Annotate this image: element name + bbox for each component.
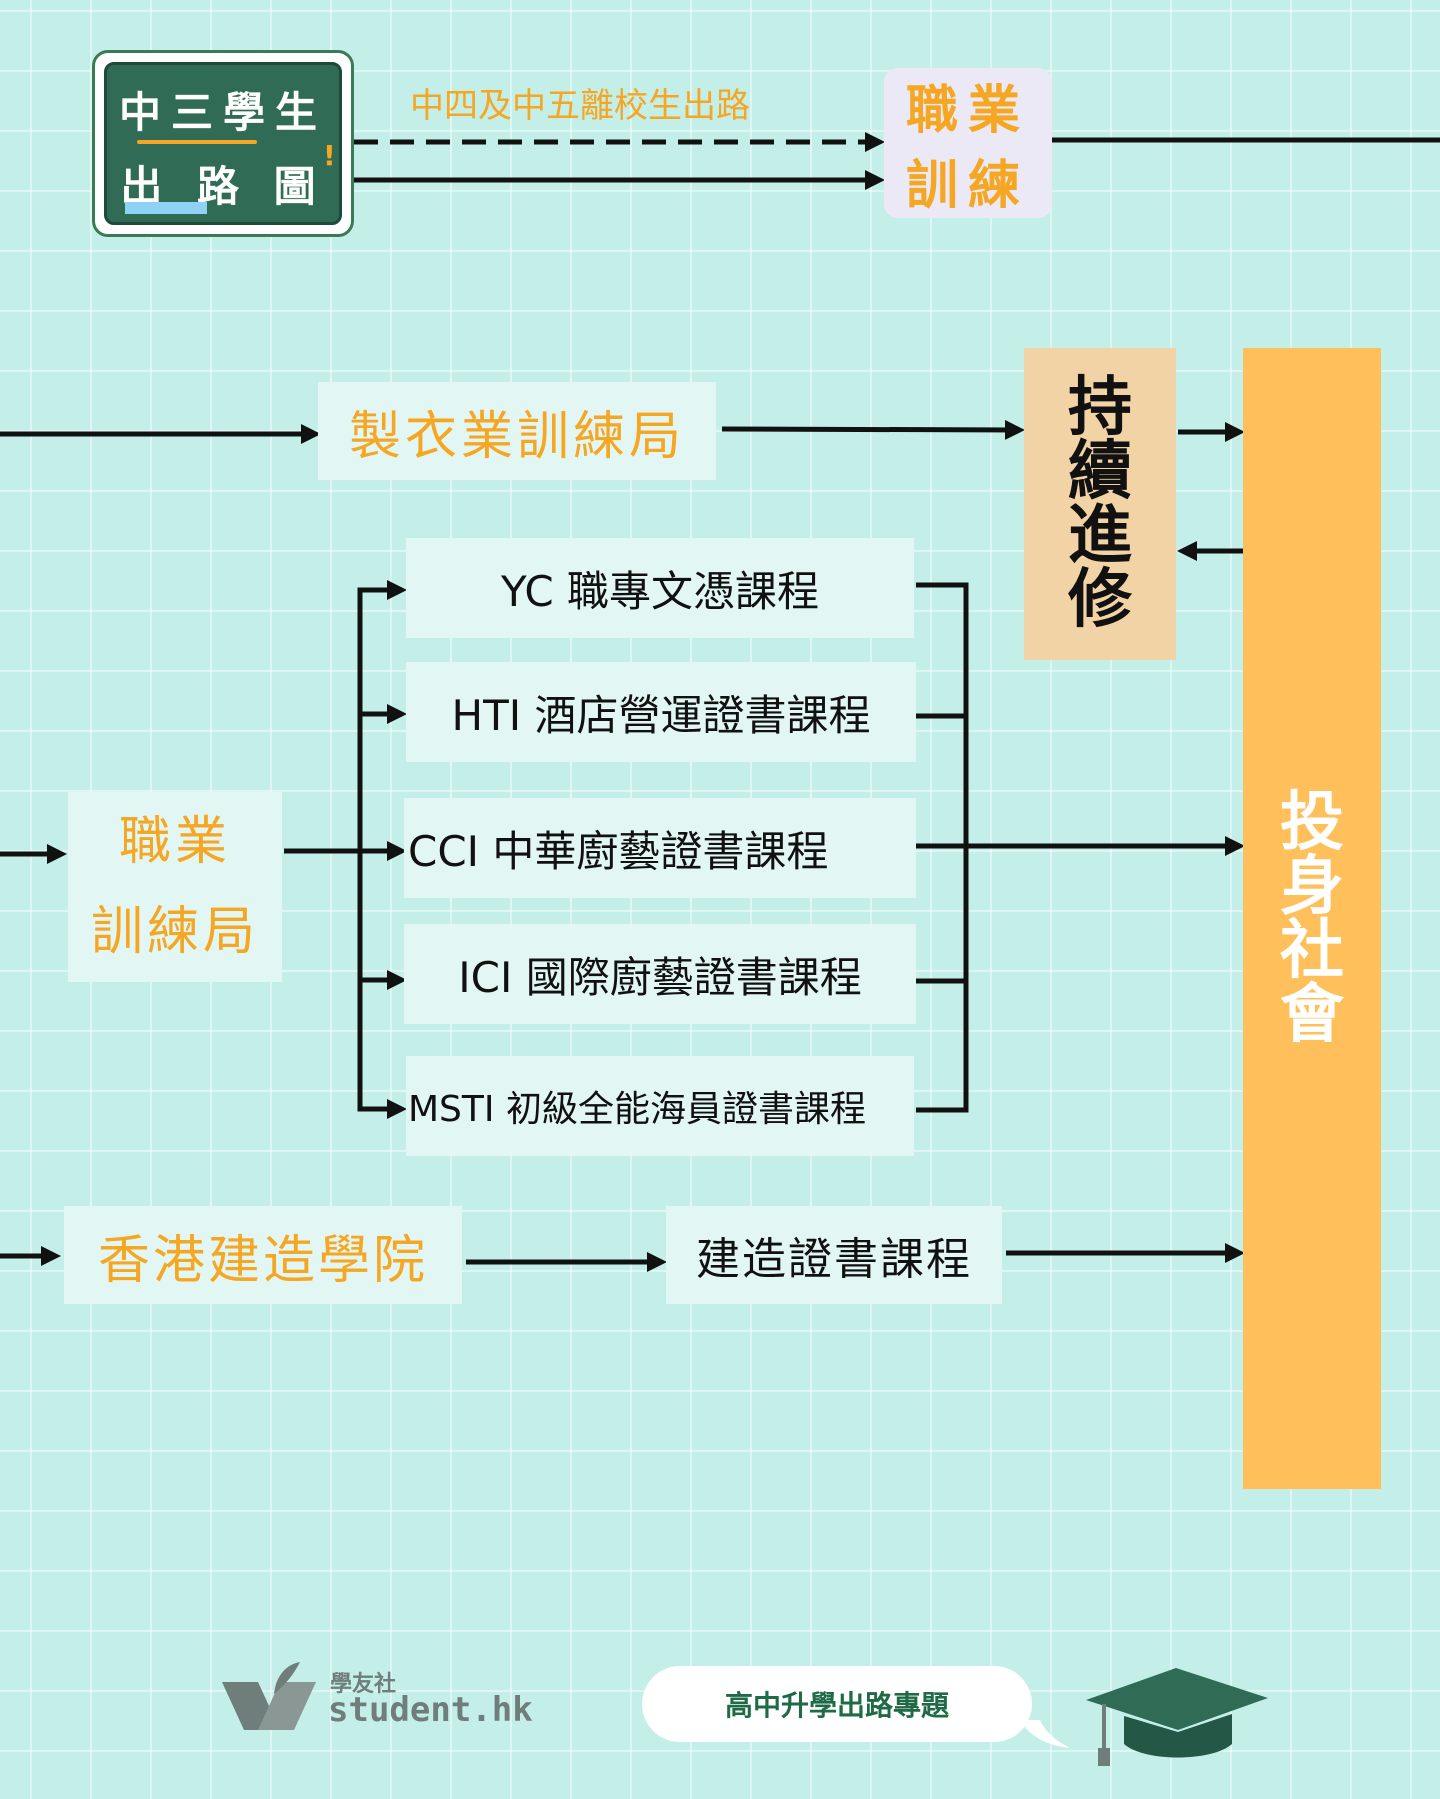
chalkboard-surface: 中三學生 出 路 圖 [104, 62, 342, 225]
work-char: 身 [1280, 849, 1344, 924]
further-study-char: 進 [1068, 499, 1132, 573]
exclamation-icon: ! [323, 139, 336, 172]
course-cci: CCI 中華廚藝證書課程 [404, 798, 916, 898]
garment-training-node: 製衣業訓練局 [318, 382, 716, 480]
further-study-node: 持 續 進 修 [1024, 348, 1176, 660]
further-study-char: 修 [1068, 563, 1132, 637]
brand-en: student.hk [328, 1690, 533, 1730]
route-label: 中四及中五離校生出路 [410, 86, 750, 126]
board-title-line1: 中三學生 [118, 88, 327, 137]
vtc-line2: 訓練局 [90, 902, 259, 962]
chalk-icon [125, 202, 207, 214]
bubble-tail [1020, 1720, 1070, 1748]
further-study-char: 持 [1068, 371, 1132, 445]
brand-cn: 學友社 [330, 1672, 397, 1697]
vtc-node: 職業 訓練局 [68, 792, 282, 982]
course-ici: ICI 國際廚藝證書課程 [404, 924, 916, 1024]
topic-speech-bubble: 高中升學出路專題 [642, 1666, 1032, 1742]
cic-node: 香港建造學院 [64, 1206, 462, 1304]
vtc-line1: 職業 [118, 812, 231, 872]
further-study-char: 續 [1068, 435, 1132, 509]
course-msti: MSTI 初級全能海員證書課程 [406, 1056, 914, 1156]
work-char: 社 [1280, 913, 1344, 988]
board-underline [137, 140, 257, 144]
arrow-garment-to-study [721, 419, 1025, 440]
vt-line1: 職業 [905, 81, 1030, 141]
work-char: 投 [1280, 785, 1344, 860]
course-hti: HTI 酒店營運證書課程 [406, 662, 916, 762]
cic-course-node: 建造證書課程 [666, 1206, 1002, 1304]
enter-workforce-node: 投 身 社 會 [1243, 348, 1381, 1489]
title-chalkboard: 中三學生 出 路 圖 ! [92, 50, 354, 237]
student-hk-logo: 學友社 student.hk [218, 1660, 538, 1740]
graduation-cap-icon [1086, 1668, 1268, 1766]
work-char: 會 [1280, 977, 1344, 1052]
vt-line2: 訓練 [905, 156, 1030, 216]
vocational-training-node: 職業 訓練 [884, 68, 1052, 218]
book-leaf-icon [222, 1662, 316, 1730]
course-yc: YC 職專文憑課程 [406, 538, 914, 638]
